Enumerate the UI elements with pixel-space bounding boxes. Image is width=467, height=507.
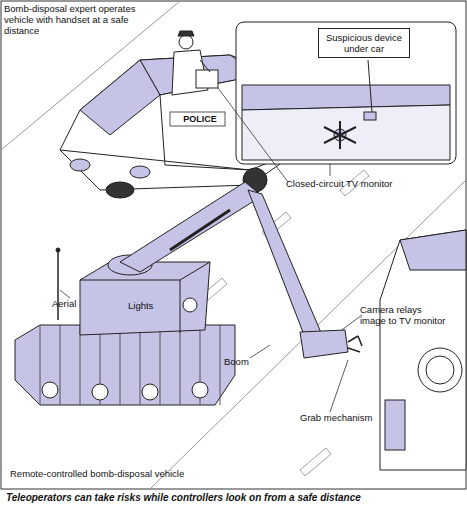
frame (1, 1, 466, 489)
part-label: Camera relays image to TV monitor (360, 304, 450, 326)
part-label: Grab mechanism (300, 412, 390, 423)
part-label: Lights (128, 300, 168, 311)
part-label: Boom (224, 356, 254, 367)
robot-vehicle (15, 182, 362, 405)
officer (172, 31, 218, 95)
callout-box: Suspicious device under car (318, 28, 410, 58)
car-marking: POLICE (175, 114, 225, 125)
caption: Teleoperators can take risks while contr… (6, 492, 466, 503)
road-edges (1, 1, 466, 489)
monitor-inset (236, 22, 456, 164)
parked-car (380, 230, 466, 470)
box-text: Suspicious device under car (321, 32, 407, 54)
part-label: Bomb-disposal expert operates vehicle wi… (4, 3, 144, 36)
part-label: Remote-controlled bomb-disposal vehicle (10, 468, 260, 479)
part-label: Closed-circuit TV monitor (286, 178, 426, 189)
part-label: Aerial (52, 298, 92, 309)
